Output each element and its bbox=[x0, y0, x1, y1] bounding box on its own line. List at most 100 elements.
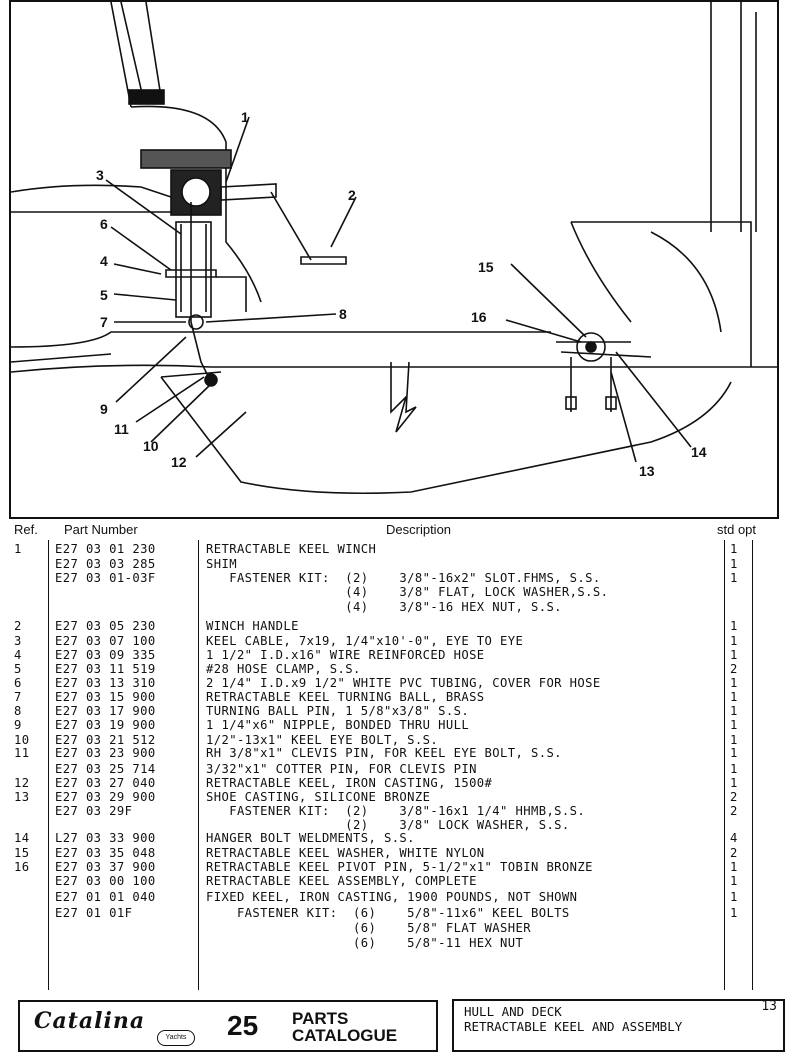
row-qty: 1 bbox=[730, 762, 738, 776]
row-part: E27 01 01F bbox=[55, 906, 133, 920]
catalogue-line2: CATALOGUE bbox=[292, 1026, 398, 1045]
drawing-lines bbox=[11, 2, 777, 495]
column-rule-ref bbox=[48, 540, 49, 990]
callout-2: 2 bbox=[348, 187, 356, 203]
callout-11: 11 bbox=[114, 421, 129, 437]
row-desc: RETRACTABLE KEEL TURNING BALL, BRASS bbox=[206, 690, 485, 704]
column-rule-part bbox=[198, 540, 199, 990]
yachts-badge: Yachts bbox=[157, 1030, 195, 1046]
row-ref: 5 bbox=[14, 662, 22, 676]
row-part: E27 03 09 335 bbox=[55, 648, 156, 662]
row-desc: TURNING BALL PIN, 1 5/8"x3/8" S.S. bbox=[206, 704, 470, 718]
row-desc: RH 3/8"x1" CLEVIS PIN, FOR KEEL EYE BOLT… bbox=[206, 746, 562, 760]
row-ref: 12 bbox=[14, 776, 30, 790]
row-qty: 1 bbox=[730, 733, 738, 747]
row-qty: 1 bbox=[730, 890, 738, 904]
row-part: E27 01 01 040 bbox=[55, 890, 156, 904]
row-desc: FASTENER KIT: (2) 3/8"-16x1 1/4" HHMB,S.… bbox=[206, 804, 586, 818]
row-part: L27 03 33 900 bbox=[55, 831, 156, 845]
row-desc: KEEL CABLE, 7x19, 1/4"x10'-0", EYE TO EY… bbox=[206, 634, 524, 648]
row-qty: 2 bbox=[730, 662, 738, 676]
callout-7: 7 bbox=[100, 314, 108, 330]
row-part: E27 03 01 230 bbox=[55, 542, 156, 556]
row-qty: 1 bbox=[730, 557, 738, 571]
row-desc: RETRACTABLE KEEL WINCH bbox=[206, 542, 377, 556]
row-desc: 1 1/2" I.D.x16" WIRE REINFORCED HOSE bbox=[206, 648, 485, 662]
keel-assembly-drawing: 1 2 3 4 5 6 7 8 9 10 11 12 13 14 15 16 bbox=[9, 0, 779, 519]
row-qty: 1 bbox=[730, 746, 738, 760]
row-desc: (6) 5/8"-11 HEX NUT bbox=[206, 936, 524, 950]
row-desc: HANGER BOLT WELDMENTS, S.S. bbox=[206, 831, 415, 845]
callout-15: 15 bbox=[478, 259, 494, 275]
row-qty: 1 bbox=[730, 860, 738, 874]
column-rule-desc bbox=[724, 540, 725, 990]
callout-12: 12 bbox=[171, 454, 187, 470]
callout-6: 6 bbox=[100, 216, 108, 232]
row-qty: 1 bbox=[730, 718, 738, 732]
row-ref: 1 bbox=[14, 542, 22, 556]
row-desc: RETRACTABLE KEEL PIVOT PIN, 5-1/2"x1" TO… bbox=[206, 860, 593, 874]
row-part: E27 03 37 900 bbox=[55, 860, 156, 874]
row-part: E27 03 17 900 bbox=[55, 704, 156, 718]
row-ref: 3 bbox=[14, 634, 22, 648]
row-part: E27 03 05 230 bbox=[55, 619, 156, 633]
row-qty: 4 bbox=[730, 831, 738, 845]
callout-8: 8 bbox=[339, 306, 347, 322]
header-std-opt: std opt bbox=[717, 522, 757, 537]
row-ref: 4 bbox=[14, 648, 22, 662]
header-part-number: Part Number bbox=[64, 522, 138, 537]
section-title-box: HULL AND DECK RETRACTABLE KEEL AND ASSEM… bbox=[452, 999, 785, 1052]
row-part: E27 03 13 310 bbox=[55, 676, 156, 690]
row-desc: 1/2"-13x1" KEEL EYE BOLT, S.S. bbox=[206, 733, 439, 747]
row-desc: RETRACTABLE KEEL WASHER, WHITE NYLON bbox=[206, 846, 485, 860]
section-line1: HULL AND DECK bbox=[464, 1004, 562, 1019]
row-part: E27 03 35 048 bbox=[55, 846, 156, 860]
row-desc: FIXED KEEL, IRON CASTING, 1900 POUNDS, N… bbox=[206, 890, 578, 904]
callout-13: 13 bbox=[639, 463, 655, 479]
row-qty: 1 bbox=[730, 571, 738, 585]
parts-catalogue-title: PARTS CATALOGUE bbox=[292, 1010, 397, 1044]
catalina-logo: Catalina bbox=[34, 1008, 146, 1034]
row-part: E27 03 15 900 bbox=[55, 690, 156, 704]
row-ref: 15 bbox=[14, 846, 30, 860]
model-number: 25 bbox=[227, 1010, 259, 1041]
row-desc: (4) 3/8"-16 HEX NUT, S.S. bbox=[206, 600, 562, 614]
row-part: E27 03 25 714 bbox=[55, 762, 156, 776]
header-ref: Ref. bbox=[14, 522, 38, 537]
row-desc: SHOE CASTING, SILICONE BRONZE bbox=[206, 790, 431, 804]
row-ref: 11 bbox=[14, 746, 30, 760]
row-ref: 7 bbox=[14, 690, 22, 704]
callout-5: 5 bbox=[100, 287, 108, 303]
row-qty: 1 bbox=[730, 634, 738, 648]
row-part: E27 03 03 285 bbox=[55, 557, 156, 571]
row-part: E27 03 27 040 bbox=[55, 776, 156, 790]
section-line2: RETRACTABLE KEEL AND ASSEMBLY bbox=[464, 1019, 683, 1034]
row-qty: 1 bbox=[730, 648, 738, 662]
row-part: E27 03 29 900 bbox=[55, 790, 156, 804]
row-ref: 8 bbox=[14, 704, 22, 718]
row-desc: (2) 3/8" LOCK WASHER, S.S. bbox=[206, 818, 570, 832]
row-desc: 3/32"x1" COTTER PIN, FOR CLEVIS PIN bbox=[206, 762, 477, 776]
row-qty: 1 bbox=[730, 704, 738, 718]
row-ref: 16 bbox=[14, 860, 30, 874]
row-qty: 1 bbox=[730, 874, 738, 888]
row-ref: 10 bbox=[14, 733, 30, 747]
row-part: E27 03 11 519 bbox=[55, 662, 156, 676]
row-qty: 2 bbox=[730, 846, 738, 860]
row-qty: 2 bbox=[730, 790, 738, 804]
row-desc: FASTENER KIT: (6) 5/8"-11x6" KEEL BOLTS bbox=[206, 906, 570, 920]
row-part: E27 03 23 900 bbox=[55, 746, 156, 760]
row-part: E27 03 00 100 bbox=[55, 874, 156, 888]
row-desc: SHIM bbox=[206, 557, 237, 571]
row-part: E27 03 29F bbox=[55, 804, 133, 818]
row-desc: (6) 5/8" FLAT WASHER bbox=[206, 921, 531, 935]
row-desc: FASTENER KIT: (2) 3/8"-16x2" SLOT.FHMS, … bbox=[206, 571, 601, 585]
row-part: E27 03 19 900 bbox=[55, 718, 156, 732]
callout-3: 3 bbox=[96, 167, 104, 183]
row-ref: 2 bbox=[14, 619, 22, 633]
row-desc: #28 HOSE CLAMP, S.S. bbox=[206, 662, 361, 676]
row-desc: 2 1/4" I.D.x9 1/2" WHITE PVC TUBING, COV… bbox=[206, 676, 601, 690]
row-part: E27 03 01-03F bbox=[55, 571, 156, 585]
row-ref: 6 bbox=[14, 676, 22, 690]
row-part: E27 03 21 512 bbox=[55, 733, 156, 747]
